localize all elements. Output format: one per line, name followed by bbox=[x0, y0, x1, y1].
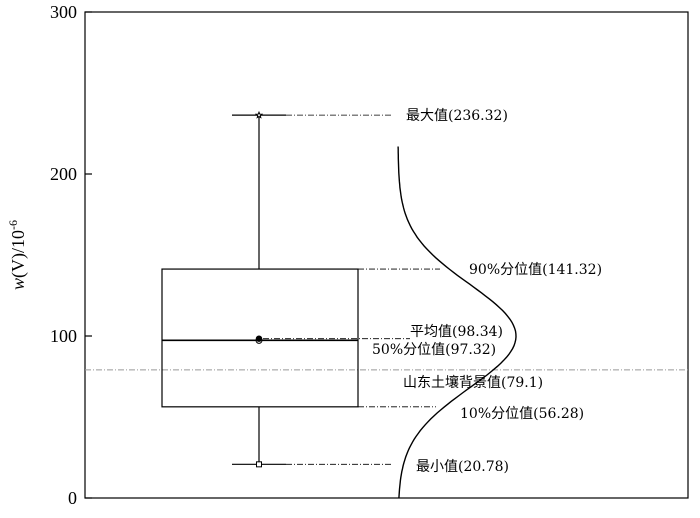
max-marker bbox=[254, 110, 264, 119]
interquantile-box bbox=[161, 268, 359, 408]
annotation-min: 最小值(20.78) bbox=[416, 459, 509, 475]
y-tick-label: 100 bbox=[50, 326, 77, 346]
y-axis-label-unit: (V)/10 bbox=[8, 230, 29, 278]
y-axis-label: w(V)/10-6 bbox=[6, 220, 29, 290]
annotation-p10: 10%分位值(56.28) bbox=[460, 406, 584, 422]
annotation-labels: 最大值(236.32) 90%分位值(141.32) 平均值(98.34) 50%分位… bbox=[372, 108, 602, 475]
y-tick-label: 200 bbox=[50, 164, 77, 184]
min-marker bbox=[256, 461, 262, 468]
annotation-background: 山东土壤背景值(79.1) bbox=[403, 374, 543, 391]
annotation-median: 50%分位值(97.32) bbox=[372, 342, 496, 358]
y-axis-label-variable: w bbox=[8, 278, 28, 290]
box-plot bbox=[161, 110, 359, 468]
y-axis-ticks: 0 100 200 300 bbox=[50, 2, 92, 508]
annotation-max: 最大值(236.32) bbox=[406, 108, 508, 124]
annotation-leader-lines bbox=[263, 114, 440, 465]
plot-frame bbox=[84, 11, 689, 499]
y-tick-label: 300 bbox=[50, 2, 77, 22]
annotation-p90: 90%分位值(141.32) bbox=[469, 262, 602, 278]
y-tick-label: 0 bbox=[68, 488, 77, 508]
y-axis-label-exponent: -6 bbox=[6, 220, 20, 230]
annotation-mean: 平均值(98.34) bbox=[410, 324, 503, 340]
mean-marker bbox=[255, 335, 263, 342]
distribution-curve bbox=[397, 146, 517, 499]
